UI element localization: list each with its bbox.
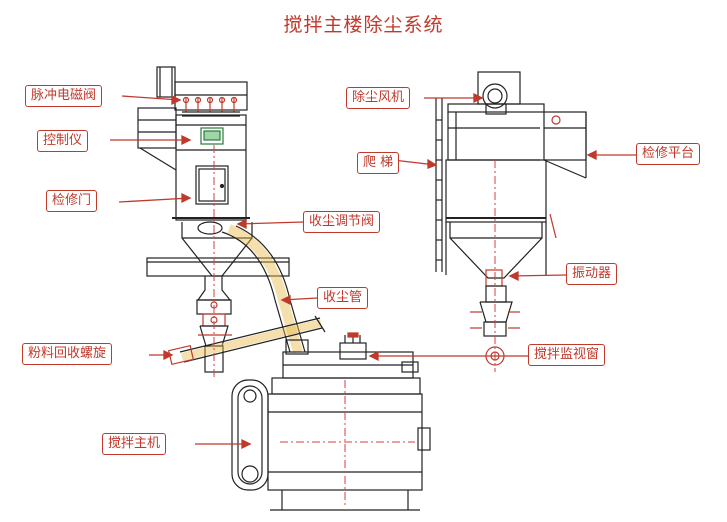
label-dust-valve: 收尘调节阀 (303, 211, 381, 233)
label-dust-fan: 除尘风机 (346, 87, 411, 109)
main-mixer (231, 332, 431, 511)
left-dust-collector (137, 66, 290, 373)
label-ladder: 爬 梯 (357, 152, 400, 174)
label-controller: 控制仪 (37, 130, 89, 152)
right-dust-collector (435, 71, 587, 372)
powder-screw (167, 315, 326, 366)
label-powder-screw: 粉料回收螺旋 (22, 343, 113, 365)
label-dust-pipe: 收尘管 (317, 287, 369, 309)
leader-arrows (110, 92, 636, 450)
label-platform: 检修平台 (636, 143, 701, 165)
diagram-title: 搅拌主楼除尘系统 (283, 14, 444, 36)
label-sight-window: 搅拌监视窗 (528, 344, 606, 366)
label-vibrator: 振动器 (566, 263, 618, 285)
label-pulse-valve: 脉冲电磁阀 (25, 85, 103, 107)
label-access-door: 检修门 (46, 190, 98, 212)
label-main-mixer: 搅拌主机 (102, 433, 167, 455)
